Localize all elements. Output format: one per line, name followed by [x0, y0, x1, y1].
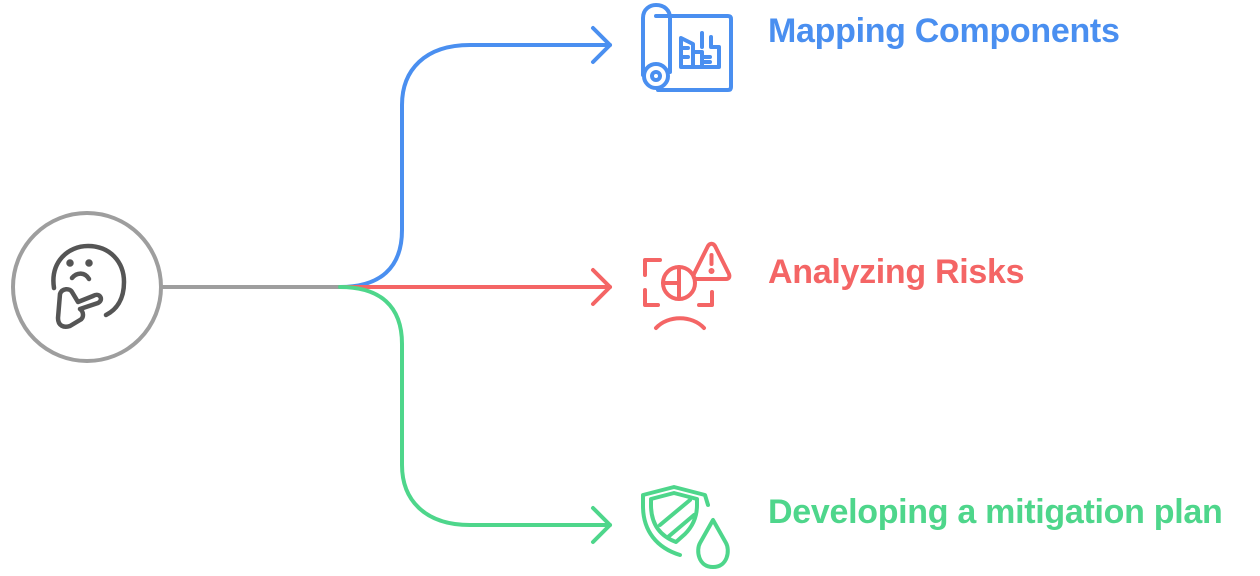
- branch-label-mitigation-plan: Developing a mitigation plan: [768, 493, 1223, 531]
- blueprint-icon: [641, 3, 733, 92]
- shield-drop-icon: [641, 485, 730, 569]
- arrowhead-icon: [591, 26, 612, 64]
- arrowhead-icon: [591, 506, 612, 544]
- risk-analysis-icon: [643, 241, 732, 330]
- branch-label-analyzing-risks: Analyzing Risks: [768, 253, 1025, 291]
- branch-connector-mitigation: [338, 285, 612, 527]
- branch-connector-mapping: [338, 43, 612, 289]
- root-node: [11, 211, 163, 363]
- branch-label-mapping-components: Mapping Components: [768, 12, 1120, 50]
- arrowhead-icon: [591, 268, 612, 306]
- thinking-face-icon: [51, 243, 127, 329]
